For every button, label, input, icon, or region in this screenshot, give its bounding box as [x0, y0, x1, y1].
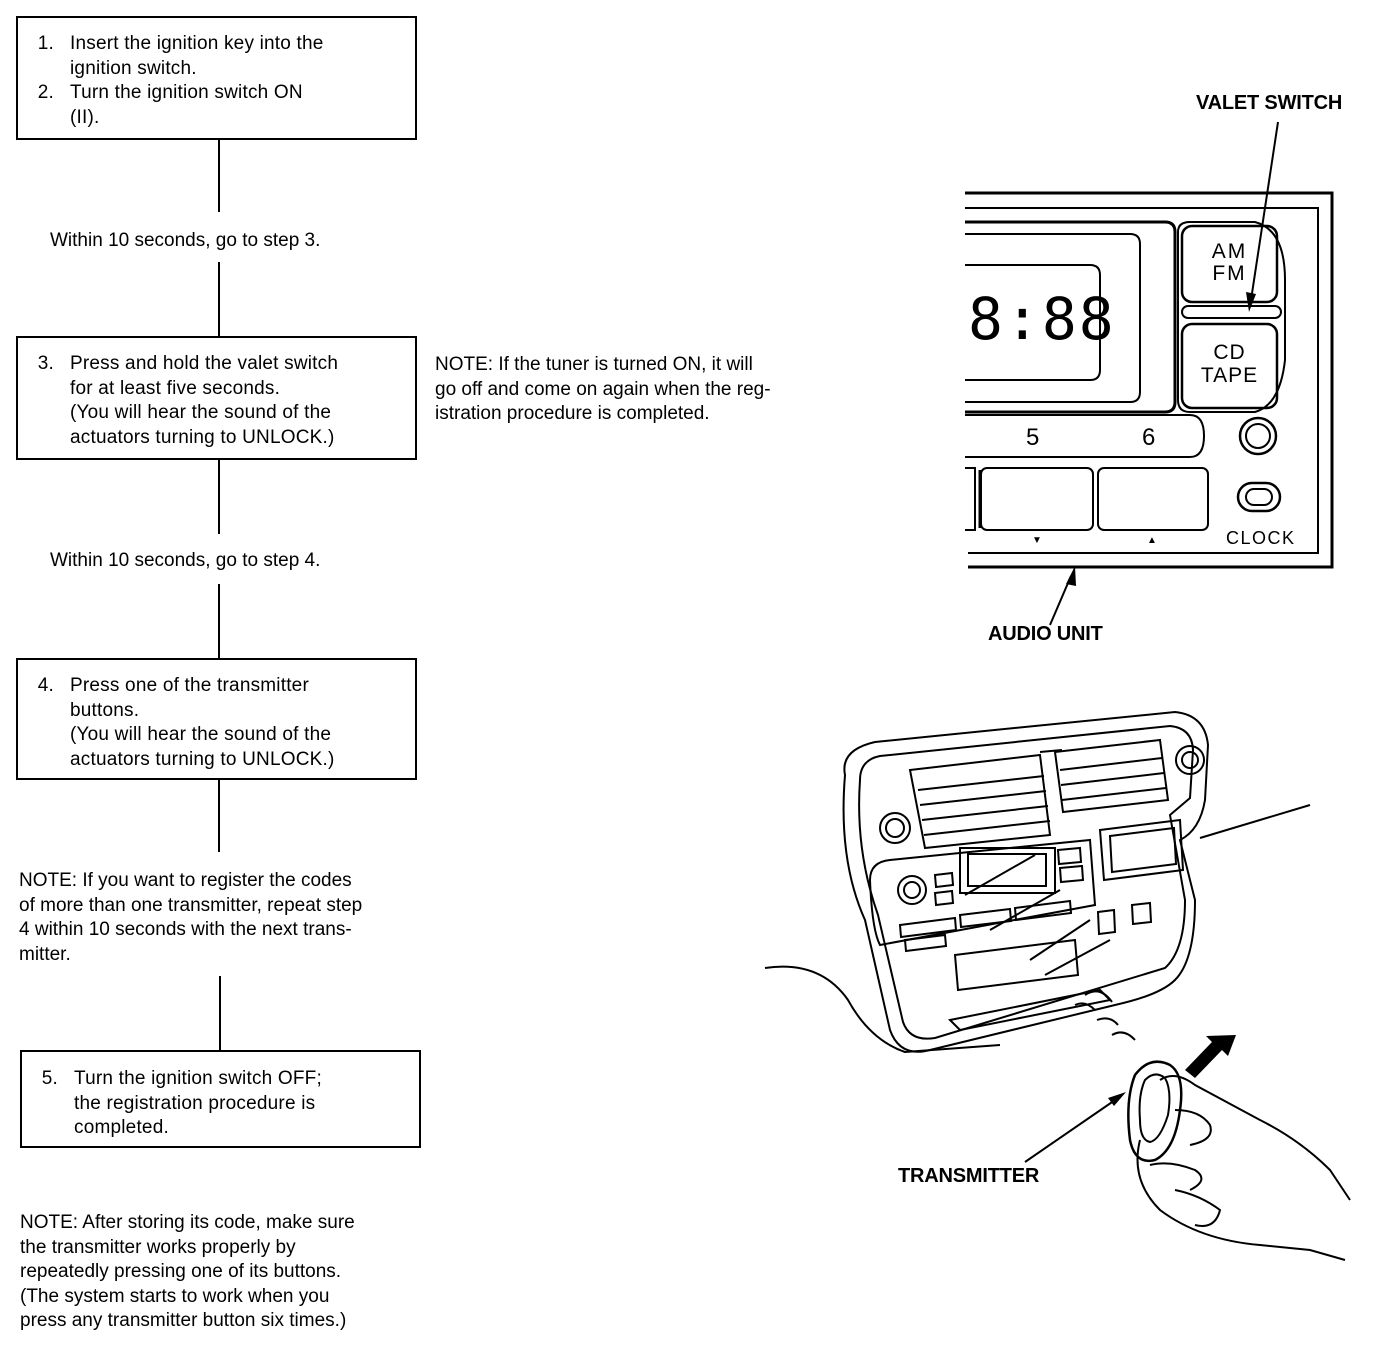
tune-up-icon[interactable]: ▲ [1147, 535, 1157, 546]
transmitter-label: TRANSMITTER [898, 1165, 1040, 1187]
connector-line [219, 976, 221, 1050]
display-readout: 8:88 [968, 285, 1116, 353]
timing-instruction-step4: Within 10 seconds, go to step 4. [50, 550, 321, 571]
dashboard-illustration [764, 710, 1351, 1261]
step-4: 4. Press one of the transmitter buttons.… [37, 675, 335, 770]
preset-6-button[interactable]: 6 [1142, 424, 1156, 451]
press-arrow-icon [1185, 1035, 1236, 1078]
audio-unit-label: AUDIO UNIT [988, 623, 1103, 645]
audio-unit-leader [1049, 566, 1076, 626]
tune-down-icon[interactable]: ▼ [1032, 535, 1042, 546]
timing-instruction-step3: Within 10 seconds, go to step 3. [50, 230, 321, 251]
transmitter-leader [1024, 1092, 1126, 1163]
valet-switch-label: VALET SWITCH [1196, 92, 1343, 114]
step-5: 5. Turn the ignition switch OFF; the reg… [41, 1068, 322, 1138]
valet-switch-leader [1246, 121, 1279, 312]
clock-label: CLOCK [1226, 528, 1296, 548]
am-fm-button[interactable]: AM FM [1211, 240, 1248, 285]
note-tuner: NOTE: If the tuner is turned ON, it will… [435, 354, 771, 424]
cd-tape-button[interactable]: CD TAPE [1200, 341, 1259, 387]
connector-line [218, 262, 220, 336]
step-5-box: 5. Turn the ignition switch OFF; the reg… [20, 1050, 421, 1148]
note-verify-transmitter: NOTE: After storing its code, make sure … [20, 1212, 355, 1331]
connector-line [218, 460, 220, 534]
preset-5-button[interactable]: 5 [1026, 424, 1040, 451]
connector-line [218, 140, 220, 212]
step-3: 3. Press and hold the valet switch for a… [37, 353, 339, 448]
step-1: 1. Insert the ignition key into the igni… [37, 33, 324, 79]
connector-line [218, 584, 220, 658]
connector-line [218, 780, 220, 852]
note-repeat-registration: NOTE: If you want to register the codes … [19, 870, 363, 965]
step-3-box: 3. Press and hold the valet switch for a… [16, 336, 417, 460]
step-2: 2. Turn the ignition switch ON (II). [37, 82, 303, 128]
step-4-box: 4. Press one of the transmitter buttons.… [16, 658, 417, 780]
step-1-2-box: 1. Insert the ignition key into the igni… [16, 16, 417, 140]
